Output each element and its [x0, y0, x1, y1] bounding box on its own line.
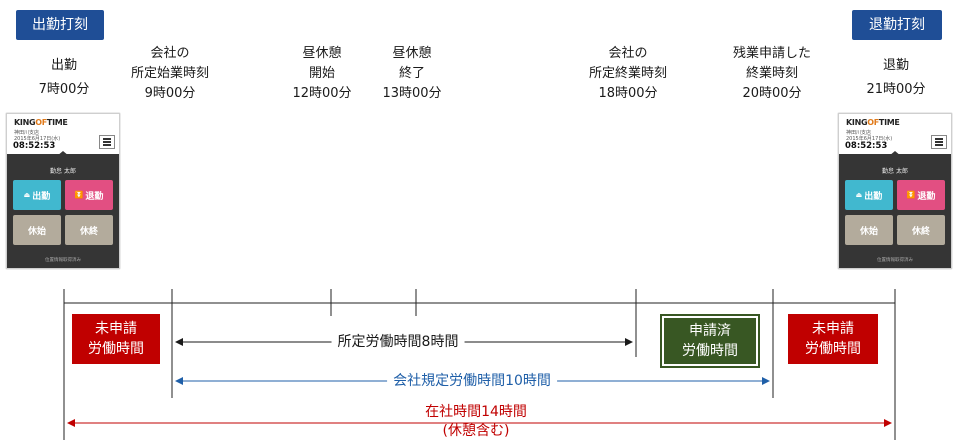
- location-status: 位置情報取得済み: [45, 258, 81, 263]
- label-line: 終業時刻: [745, 66, 799, 81]
- box-line: 労働時間: [682, 343, 738, 359]
- download-icon: ⏬: [906, 191, 916, 199]
- label-scheduled-end: 会社の 所定終業時刻 18時00分: [589, 44, 667, 104]
- label-overtime-end: 残業申請した 終業時刻 20時00分: [733, 44, 811, 104]
- clock-out-button[interactable]: ⏬退勤: [897, 180, 945, 210]
- clock-text: 08:52:53: [13, 141, 56, 151]
- label-line: 出勤: [50, 58, 78, 73]
- location-text: 神田川支店: [14, 130, 40, 136]
- label-line: 残業申請した: [732, 46, 812, 61]
- box-line: 労働時間: [805, 341, 861, 357]
- label-line: 会社の: [608, 46, 648, 61]
- break-end-button[interactable]: 休終: [897, 215, 945, 245]
- phone-clock-out: KINGOFTIME 神田川支店 2015年6月17日(水) 08:52:53 …: [838, 113, 952, 269]
- label-line: 退勤: [882, 58, 909, 73]
- onsite-hours-note: (休憩含む): [442, 423, 510, 439]
- onsite-hours-label: 在社時間14時間: [419, 403, 533, 421]
- scheduled-hours-label: 所定労働時間8時間: [331, 333, 465, 351]
- break-end-button[interactable]: 休終: [65, 215, 113, 245]
- brand-logo: KINGOFTIME: [846, 118, 900, 127]
- box-line: 申請済: [689, 323, 731, 339]
- phone-clock-in: KINGOFTIME 神田川支店 2015年6月17日(水) 08:52:53 …: [6, 113, 120, 269]
- applied-hours-box: 申請済 労働時間: [660, 314, 760, 368]
- label-line: 21時00分: [866, 82, 926, 97]
- label-lunch-start: 昼休憩 開始 12時00分: [292, 44, 351, 104]
- user-name: 勤怠 太郎: [50, 168, 76, 175]
- brand-logo: KINGOFTIME: [14, 118, 68, 127]
- phone-panel: [7, 154, 119, 268]
- user-name: 勤怠 太郎: [882, 168, 908, 175]
- notch: [889, 151, 901, 156]
- label-clock-in: 出勤 7時00分: [39, 56, 90, 100]
- label-line: 12時00分: [292, 86, 352, 101]
- label-line: 9時00分: [144, 86, 196, 101]
- clock-text: 08:52:53: [845, 141, 888, 151]
- label-clock-out: 退勤 21時00分: [866, 56, 925, 100]
- clock-in-tag: 出勤打刻: [16, 10, 104, 40]
- box-line: 未申請: [95, 321, 137, 337]
- clock-out-button[interactable]: ⏬退勤: [65, 180, 113, 210]
- label-line: 18時00分: [598, 86, 658, 101]
- label-line: 開始: [308, 66, 335, 81]
- label-lunch-end: 昼休憩 終了 13時00分: [382, 44, 441, 104]
- label-line: 7時00分: [38, 82, 90, 97]
- label-line: 13時00分: [382, 86, 442, 101]
- break-start-button[interactable]: 休始: [13, 215, 61, 245]
- clock-out-tag: 退勤打刻: [852, 10, 942, 40]
- download-icon: ⏬: [74, 191, 84, 199]
- label-line: 昼休憩: [302, 46, 342, 61]
- label-line: 所定終業時刻: [588, 66, 668, 81]
- upload-icon: ⏏: [23, 191, 31, 199]
- location-status: 位置情報取得済み: [877, 258, 913, 263]
- menu-icon[interactable]: [931, 135, 947, 149]
- date-text: 2015年6月17日(水): [14, 136, 61, 142]
- label-line: 所定始業時刻: [130, 66, 210, 81]
- label-line: 昼休憩: [392, 46, 432, 61]
- unapplied-hours-box-left: 未申請 労働時間: [72, 314, 160, 364]
- label-line: 終了: [398, 66, 425, 81]
- box-line: 未申請: [812, 321, 854, 337]
- clock-in-button[interactable]: ⏏出勤: [845, 180, 893, 210]
- date-text: 2015年6月17日(水): [846, 136, 893, 142]
- company-hours-label: 会社規定労働時間10時間: [387, 372, 557, 390]
- phone-panel: [839, 154, 951, 268]
- break-start-button[interactable]: 休始: [845, 215, 893, 245]
- label-line: 会社の: [150, 46, 190, 61]
- location-text: 神田川支店: [846, 130, 872, 136]
- menu-icon[interactable]: [99, 135, 115, 149]
- upload-icon: ⏏: [855, 191, 863, 199]
- box-line: 労働時間: [88, 341, 144, 357]
- unapplied-hours-box-right: 未申請 労働時間: [788, 314, 878, 364]
- notch: [57, 151, 69, 156]
- label-scheduled-start: 会社の 所定始業時刻 9時00分: [131, 44, 209, 104]
- clock-in-button[interactable]: ⏏出勤: [13, 180, 61, 210]
- label-line: 20時00分: [742, 86, 802, 101]
